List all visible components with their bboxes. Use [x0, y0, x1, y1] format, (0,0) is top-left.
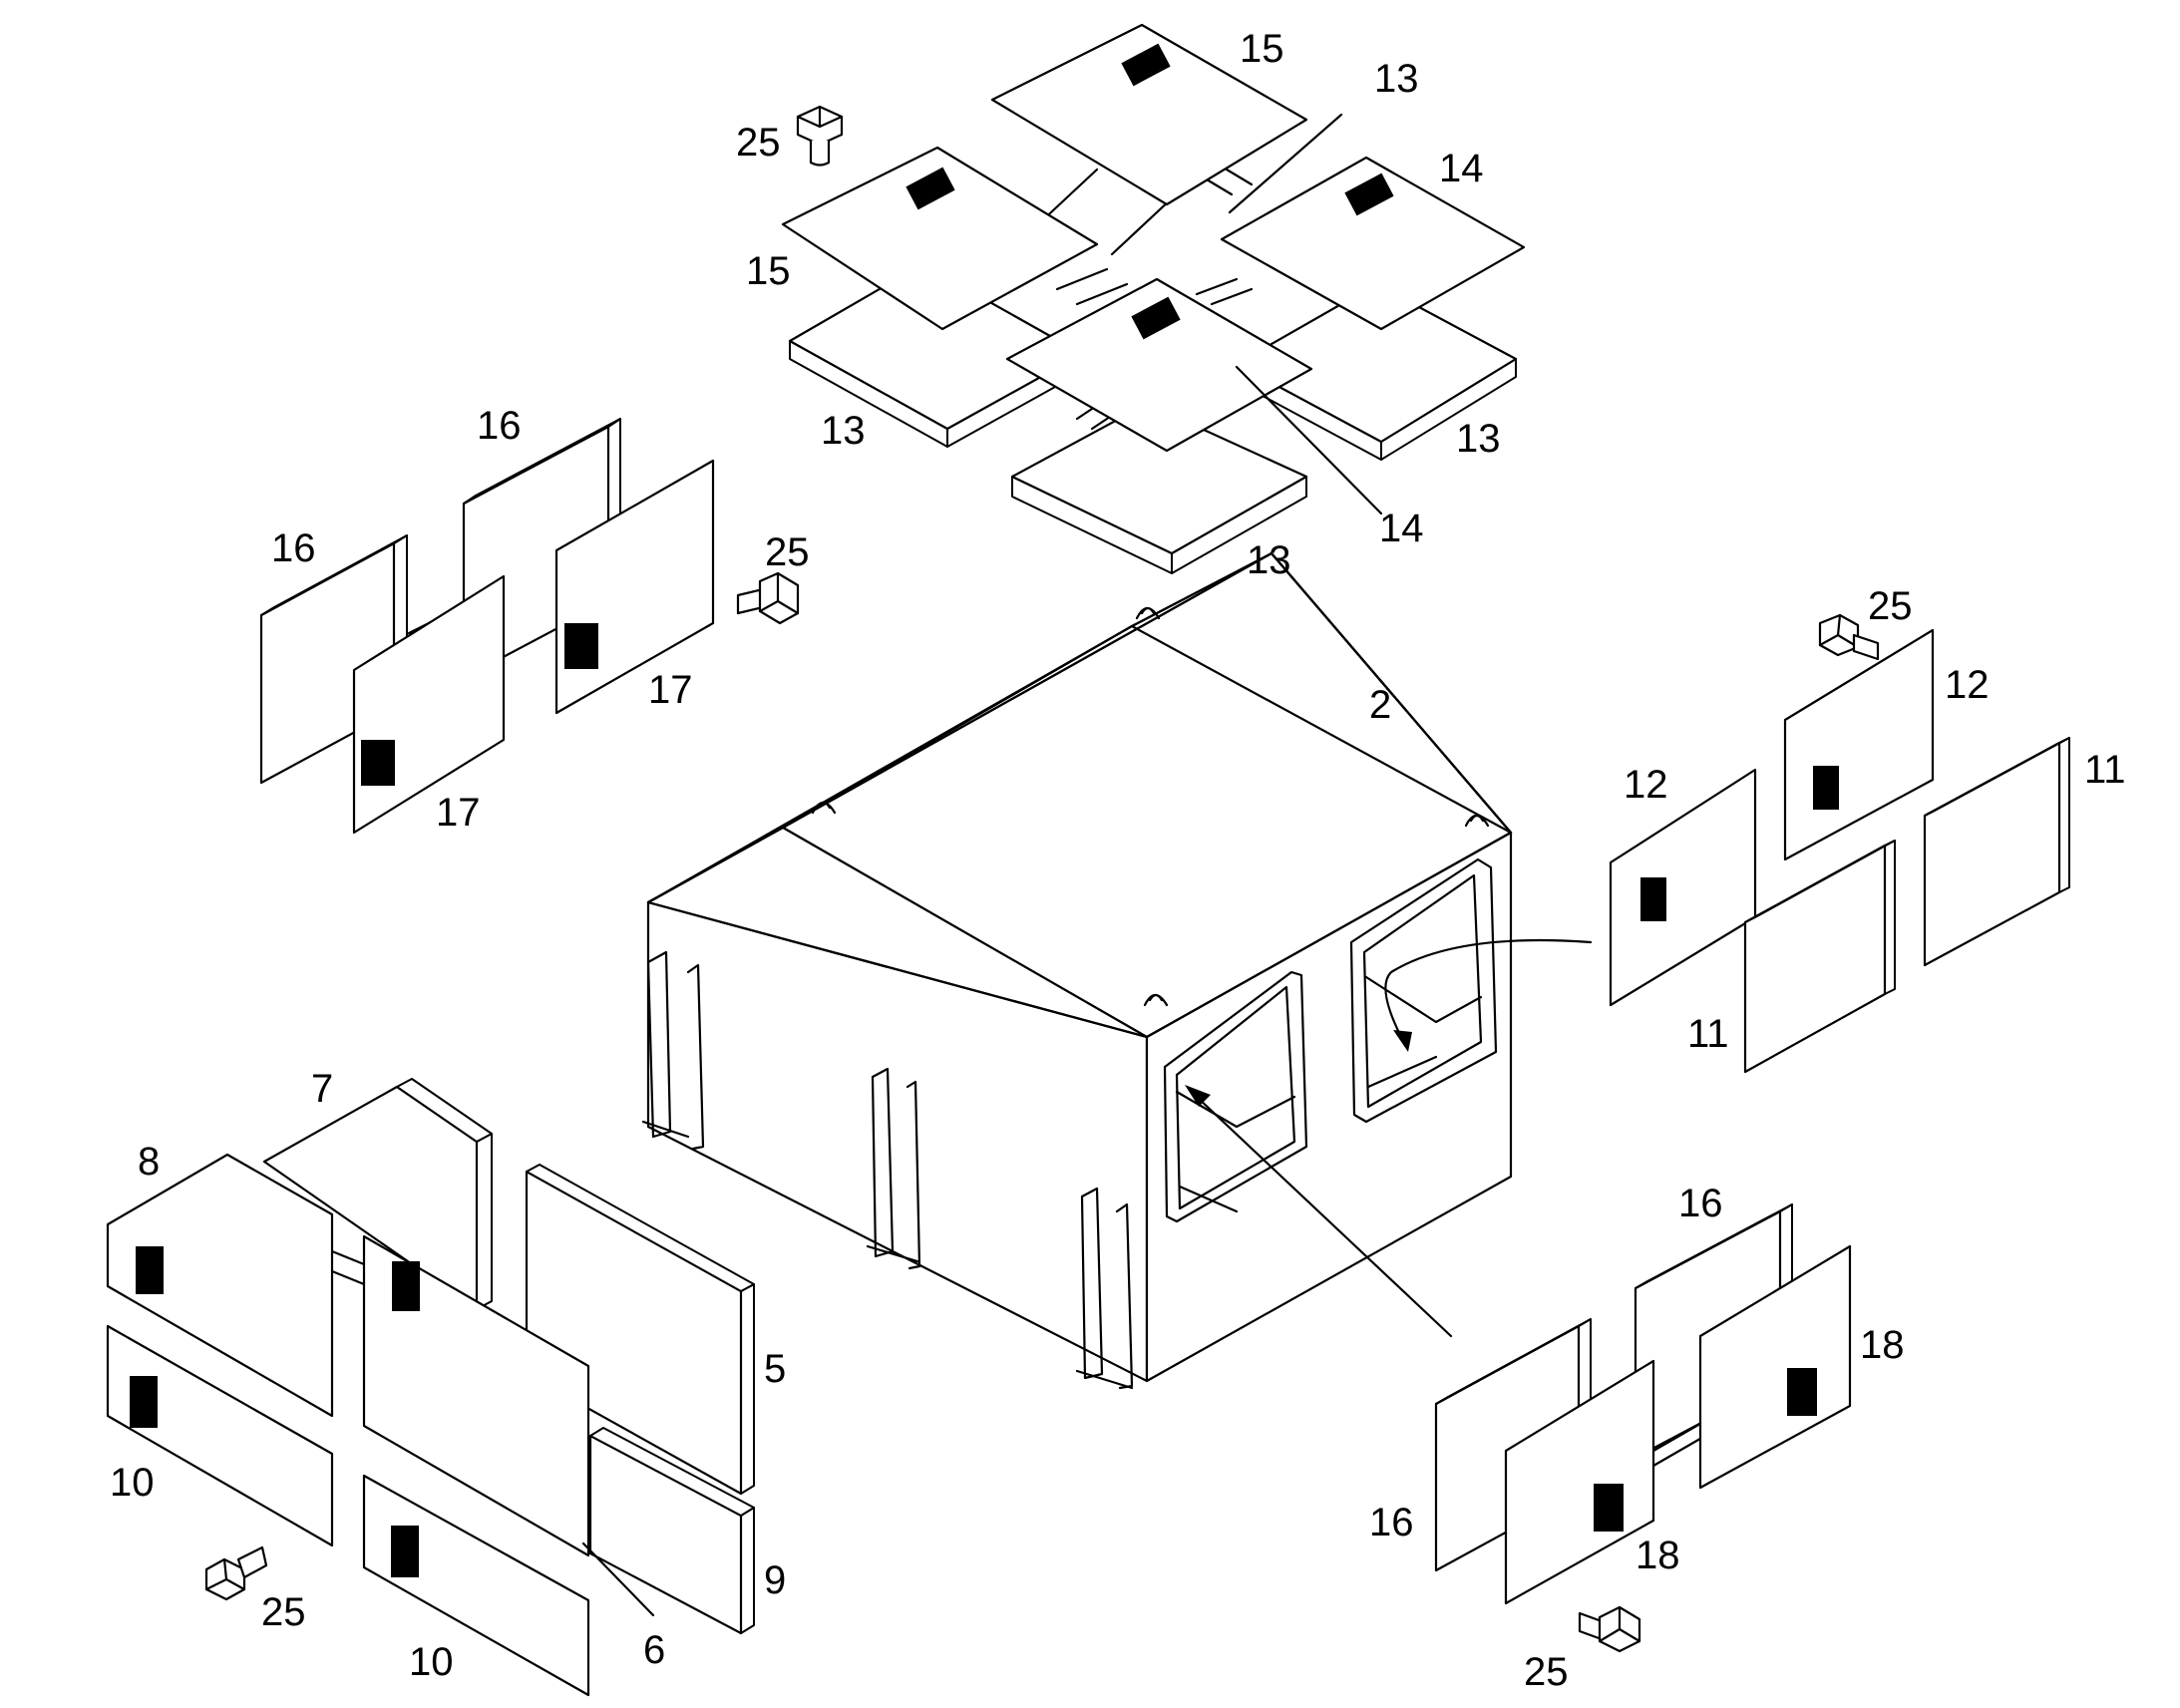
insulation-panel-9 — [588, 1427, 755, 1635]
cover-panel-17-front — [352, 574, 506, 835]
bolt-25-left-icon — [736, 571, 800, 625]
callout-12-front: 12 — [1624, 763, 1668, 807]
lifting-eye-icons — [811, 606, 1490, 1007]
callout-25-upper-right: 25 — [1868, 584, 1913, 628]
callout-8: 8 — [138, 1140, 160, 1184]
roof-cover-panel-15-left — [781, 146, 1099, 331]
cover-panel-17-rear — [554, 459, 715, 715]
cover-panel-12-front — [1609, 768, 1757, 1007]
callout-6: 6 — [643, 1628, 665, 1672]
cover-panel-18-rear — [1698, 1244, 1852, 1490]
callout-11-front: 11 — [1687, 1012, 1729, 1056]
cover-panel-10-lower — [362, 1474, 590, 1697]
callout-16-right-rear: 16 — [1678, 1182, 1723, 1225]
callout-16-right-front: 16 — [1369, 1501, 1414, 1544]
callout-7: 7 — [311, 1067, 333, 1111]
callout-18-rear: 18 — [1860, 1323, 1905, 1367]
callout-9: 9 — [764, 1558, 786, 1602]
roof-panel-group — [781, 23, 1526, 574]
callout-15-left: 15 — [746, 249, 791, 293]
cab-frame-2 — [641, 551, 1593, 1390]
callout-12-rear: 12 — [1945, 663, 1990, 707]
cover-panel-12-rear — [1783, 628, 1935, 861]
bolt-25-upper-right-icon — [1818, 613, 1880, 661]
roof-cover-panel-14-center — [1005, 277, 1313, 453]
callout-14-center: 14 — [1379, 507, 1424, 550]
callout-14-right: 14 — [1439, 147, 1484, 190]
callout-16-left-front: 16 — [271, 526, 316, 570]
callout-10-upper: 10 — [110, 1461, 155, 1505]
callout-17-rear: 17 — [648, 668, 693, 712]
callout-5: 5 — [764, 1347, 786, 1391]
roof-insulation-panel-13-bottom — [1010, 402, 1308, 574]
insulation-panel-7 — [262, 1078, 493, 1311]
insulation-panel-11-rear — [1923, 737, 2070, 967]
cab-support-gussets — [641, 950, 1134, 1390]
bolt-25-lower-right-icon — [1578, 1605, 1641, 1653]
callout-16-left-rear: 16 — [477, 404, 522, 448]
callout-25-left: 25 — [765, 530, 810, 574]
roof-cover-panel-14-right — [1220, 156, 1526, 331]
callout-2-cab: 2 — [1369, 683, 1391, 727]
callout-25-top: 25 — [736, 121, 781, 165]
bolt-25-top-icon — [796, 105, 844, 167]
callout-17-front: 17 — [436, 791, 481, 835]
right-wall-panel-group — [1609, 628, 2070, 1074]
callout-10-lower: 10 — [409, 1640, 454, 1684]
cab-front-window-right — [1349, 857, 1498, 1124]
callout-25-lower-right: 25 — [1524, 1650, 1569, 1694]
cab-front-window-left — [1163, 970, 1308, 1223]
bolt-25-lower-left-icon — [204, 1545, 268, 1601]
cover-panel-18-front — [1504, 1359, 1655, 1605]
insulation-panel-5 — [525, 1164, 755, 1496]
callout-25-lower-left: 25 — [261, 1590, 306, 1634]
callout-18-front: 18 — [1635, 1534, 1680, 1577]
cover-panel-8 — [106, 1153, 334, 1418]
callout-13-top: 13 — [1374, 57, 1419, 101]
insulation-panel-11-front — [1743, 840, 1896, 1074]
roof-cover-panel-15-top — [990, 23, 1308, 206]
callout-15-top: 15 — [1240, 27, 1284, 71]
callout-11-rear: 11 — [2084, 748, 2126, 792]
left-wall-panel-group — [259, 418, 715, 835]
callout-13-bottom: 13 — [1247, 538, 1291, 582]
callout-13-right: 13 — [1456, 417, 1501, 461]
callout-13-left: 13 — [821, 409, 866, 453]
cover-panel-10-upper — [106, 1324, 334, 1547]
callout-labels: 15 13 25 14 15 13 13 14 13 16 16 25 17 1… — [110, 27, 2126, 1694]
lower-left-panel-group — [106, 1078, 755, 1697]
cover-panel-6 — [362, 1234, 590, 1557]
lower-right-panel-group — [1434, 1203, 1852, 1605]
